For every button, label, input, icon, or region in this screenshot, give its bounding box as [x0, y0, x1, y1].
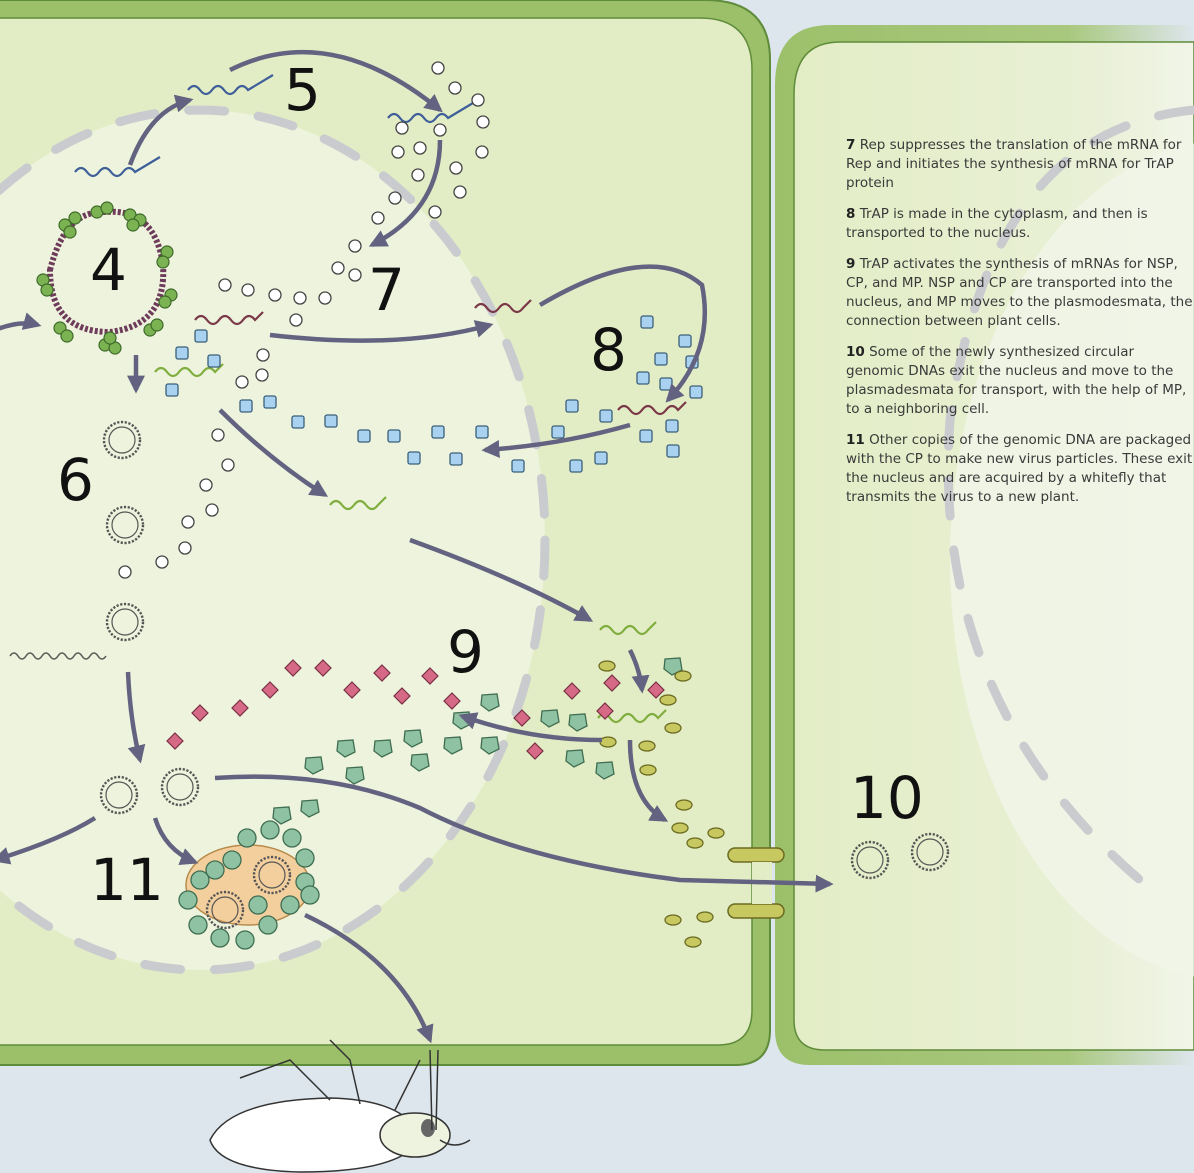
step-8-text: TrAP is made in the cytoplasm, and then … — [846, 206, 1148, 241]
step-9-label: 9 — [447, 618, 484, 686]
step-6-label: 6 — [57, 446, 94, 514]
step-7-number: 7 — [846, 137, 855, 153]
step-8-number: 8 — [846, 206, 855, 222]
step-8-label: 8 — [590, 316, 627, 384]
step-11-text: Other copies of the genomic DNA are pack… — [846, 432, 1192, 505]
step-11-number: 11 — [846, 432, 865, 448]
step-10-description: 10 Some of the newly synthesized circula… — [846, 343, 1194, 419]
step-10-label: 10 — [850, 764, 924, 832]
step-7-label: 7 — [368, 256, 405, 324]
step-9-text: TrAP activates the synthesis of mRNAs fo… — [846, 256, 1193, 329]
step-8-description: 8 TrAP is made in the cytoplasm, and the… — [846, 205, 1194, 243]
step-9-number: 9 — [846, 256, 855, 272]
step-4-label: 4 — [90, 236, 127, 304]
step-11-label: 11 — [90, 846, 164, 914]
step-7-description: 7 Rep suppresses the translation of the … — [846, 136, 1194, 193]
step-9-description: 9 TrAP activates the synthesis of mRNAs … — [846, 255, 1194, 331]
step-7-text: Rep suppresses the translation of the mR… — [846, 137, 1181, 191]
step-10-number: 10 — [846, 344, 865, 360]
step-11-description: 11 Other copies of the genomic DNA are p… — [846, 431, 1194, 507]
step-descriptions: 7 Rep suppresses the translation of the … — [846, 136, 1194, 519]
step-5-label: 5 — [284, 56, 321, 124]
step-10-text: Some of the newly synthesized circular g… — [846, 344, 1186, 417]
